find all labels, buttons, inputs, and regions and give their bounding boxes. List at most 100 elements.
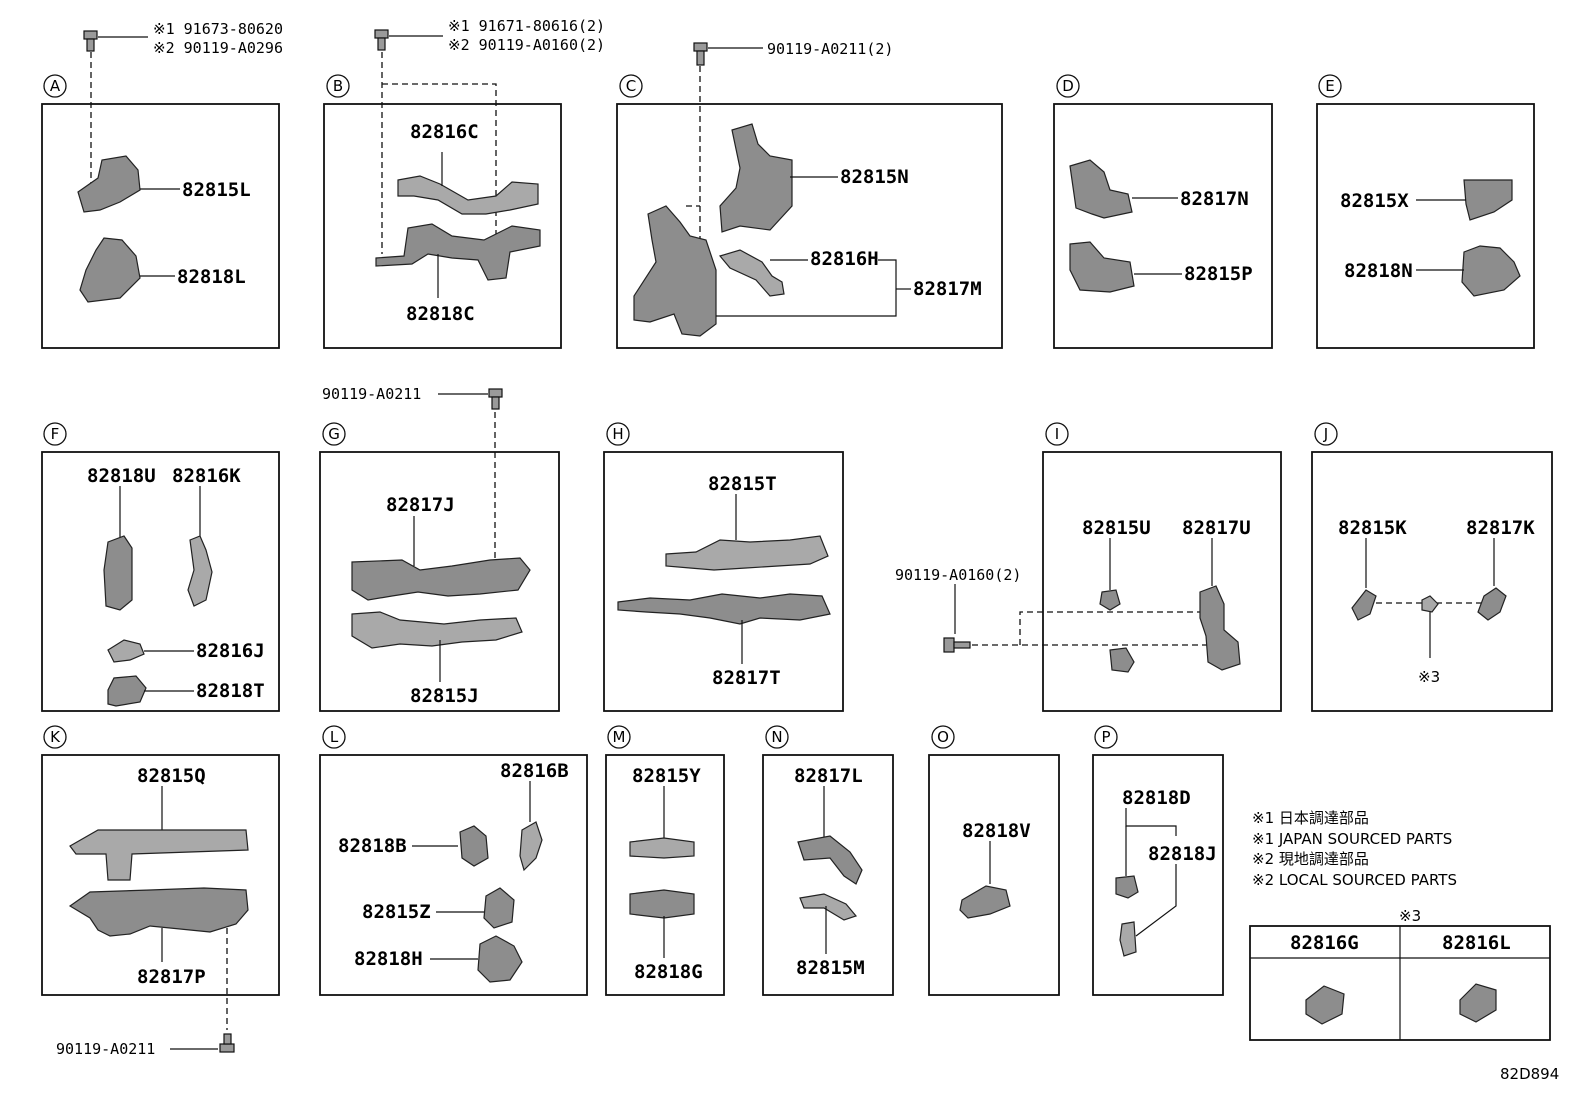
part-82815q-shape xyxy=(69,829,249,881)
part-82815u-bottom-shape xyxy=(1109,647,1135,673)
part-82818j-shape xyxy=(1119,921,1137,957)
part-82815y-shape xyxy=(629,837,695,859)
section-l-box xyxy=(319,754,588,996)
section-n-label: N xyxy=(765,725,789,749)
part-82816h-bracket-shape xyxy=(633,205,717,337)
svg-text:M: M xyxy=(613,728,626,746)
section-h-label: H xyxy=(606,422,630,446)
part-82815t-label: 82815T xyxy=(708,473,777,495)
clip-mark3-label: ※3 xyxy=(1418,668,1440,686)
part-82816j-label: 82816J xyxy=(196,640,265,662)
svg-text:O: O xyxy=(937,728,949,746)
part-82817j-shape xyxy=(351,557,531,601)
variant-table: 82816G 82816L xyxy=(1249,925,1551,1041)
part-82815k-label: 82815K xyxy=(1338,517,1407,539)
part-82818g-label: 82818G xyxy=(634,961,703,983)
bolt-a xyxy=(83,30,98,52)
section-m-label: M xyxy=(607,725,631,749)
section-c-box xyxy=(616,103,1003,349)
section-p-label: P xyxy=(1094,725,1118,749)
section-o-label: O xyxy=(931,725,955,749)
part-82818c-shape xyxy=(375,223,541,281)
part-82815z-label: 82815Z xyxy=(362,901,431,923)
bolt-a-note2: ※2 90119-A0296 xyxy=(153,39,283,57)
part-82818h-label: 82818H xyxy=(354,948,423,970)
svg-text:K: K xyxy=(50,728,61,746)
svg-text:I: I xyxy=(1055,425,1059,443)
legend: ※1 日本調達部品 ※1 JAPAN SOURCED PARTS ※2 現地調達… xyxy=(1252,809,1457,889)
svg-text:E: E xyxy=(1325,77,1334,95)
section-c-label: C xyxy=(619,74,643,98)
section-j-box xyxy=(1311,451,1553,712)
part-82815z-shape xyxy=(483,887,515,929)
svg-text:G: G xyxy=(328,425,340,443)
part-82818c-label: 82818C xyxy=(406,303,475,325)
bolt-i-label: 90119-A0160(2) xyxy=(895,566,1021,584)
part-82816h-label: 82816H xyxy=(810,248,879,270)
part-82815x-shape xyxy=(1463,179,1513,221)
part-82815k-shape xyxy=(1351,589,1377,621)
svg-text:F: F xyxy=(51,425,60,443)
part-82815t-shape xyxy=(665,535,829,571)
bolt-c-label: 90119-A0211(2) xyxy=(767,40,893,58)
part-82818g-shape xyxy=(629,889,695,919)
part-82818d-label: 82818D xyxy=(1122,787,1191,809)
part-82816g-shape xyxy=(1305,985,1345,1025)
part-82816c-label: 82816C xyxy=(410,121,479,143)
section-f-label: F xyxy=(43,422,67,446)
part-82817m-label: 82817M xyxy=(913,278,982,300)
legend-line-4: ※2 LOCAL SOURCED PARTS xyxy=(1252,871,1457,889)
bolt-b xyxy=(374,29,389,51)
part-82815x-label: 82815X xyxy=(1340,190,1409,212)
section-g-label: G xyxy=(322,422,346,446)
part-82815n-label: 82815N xyxy=(840,166,909,188)
section-l-label: L xyxy=(322,725,346,749)
svg-text:J: J xyxy=(1323,425,1328,443)
bolt-k xyxy=(219,1033,235,1053)
section-d-label: D xyxy=(1056,74,1080,98)
part-82818u-shape xyxy=(103,535,133,611)
part-82815m-label: 82815M xyxy=(796,957,865,979)
part-82817u-label: 82817U xyxy=(1182,517,1251,539)
part-82817l-shape xyxy=(797,835,863,885)
part-82817k-label: 82817K xyxy=(1466,517,1535,539)
section-j-label: J xyxy=(1314,422,1338,446)
section-e-box xyxy=(1316,103,1535,349)
bolt-a-note1: ※1 91673-80620 xyxy=(153,20,283,38)
part-82815j-shape xyxy=(351,611,523,649)
svg-text:H: H xyxy=(612,425,623,443)
part-82817p-shape xyxy=(68,887,249,937)
part-82815l-label: 82815L xyxy=(182,179,251,201)
section-d-box xyxy=(1053,103,1273,349)
part-82815n-shape xyxy=(719,123,793,233)
table-col1-label: 82816G xyxy=(1290,932,1359,954)
part-82816c-shape xyxy=(397,175,539,215)
part-82818l-label: 82818L xyxy=(177,266,246,288)
svg-text:N: N xyxy=(771,728,782,746)
svg-text:D: D xyxy=(1062,77,1074,95)
part-82817u-shape xyxy=(1199,585,1241,671)
part-82818l-shape xyxy=(79,237,141,303)
table-col2-label: 82816L xyxy=(1442,932,1511,954)
bolt-g-label: 90119-A0211 xyxy=(322,385,421,403)
part-82818b-shape xyxy=(459,825,489,867)
bolt-k-label: 90119-A0211 xyxy=(56,1040,155,1058)
part-82815p-shape xyxy=(1069,241,1135,293)
section-k-box xyxy=(41,754,280,996)
section-h-box xyxy=(603,451,844,712)
part-82817t-label: 82817T xyxy=(712,667,781,689)
section-g-box xyxy=(319,451,560,712)
legend-line-1: ※1 日本調達部品 xyxy=(1252,809,1369,827)
section-n-box xyxy=(762,754,894,996)
part-82818t-label: 82818T xyxy=(196,680,265,702)
svg-text:A: A xyxy=(50,77,61,95)
part-82815q-label: 82815Q xyxy=(137,765,206,787)
part-82816b-label: 82816B xyxy=(500,760,569,782)
bolt-c xyxy=(693,42,708,66)
part-82817n-label: 82817N xyxy=(1180,188,1249,210)
section-b-label: B xyxy=(326,74,350,98)
clip-mark3-shape xyxy=(1421,595,1439,613)
part-82816l-shape xyxy=(1459,983,1497,1023)
section-i-label: I xyxy=(1045,422,1069,446)
